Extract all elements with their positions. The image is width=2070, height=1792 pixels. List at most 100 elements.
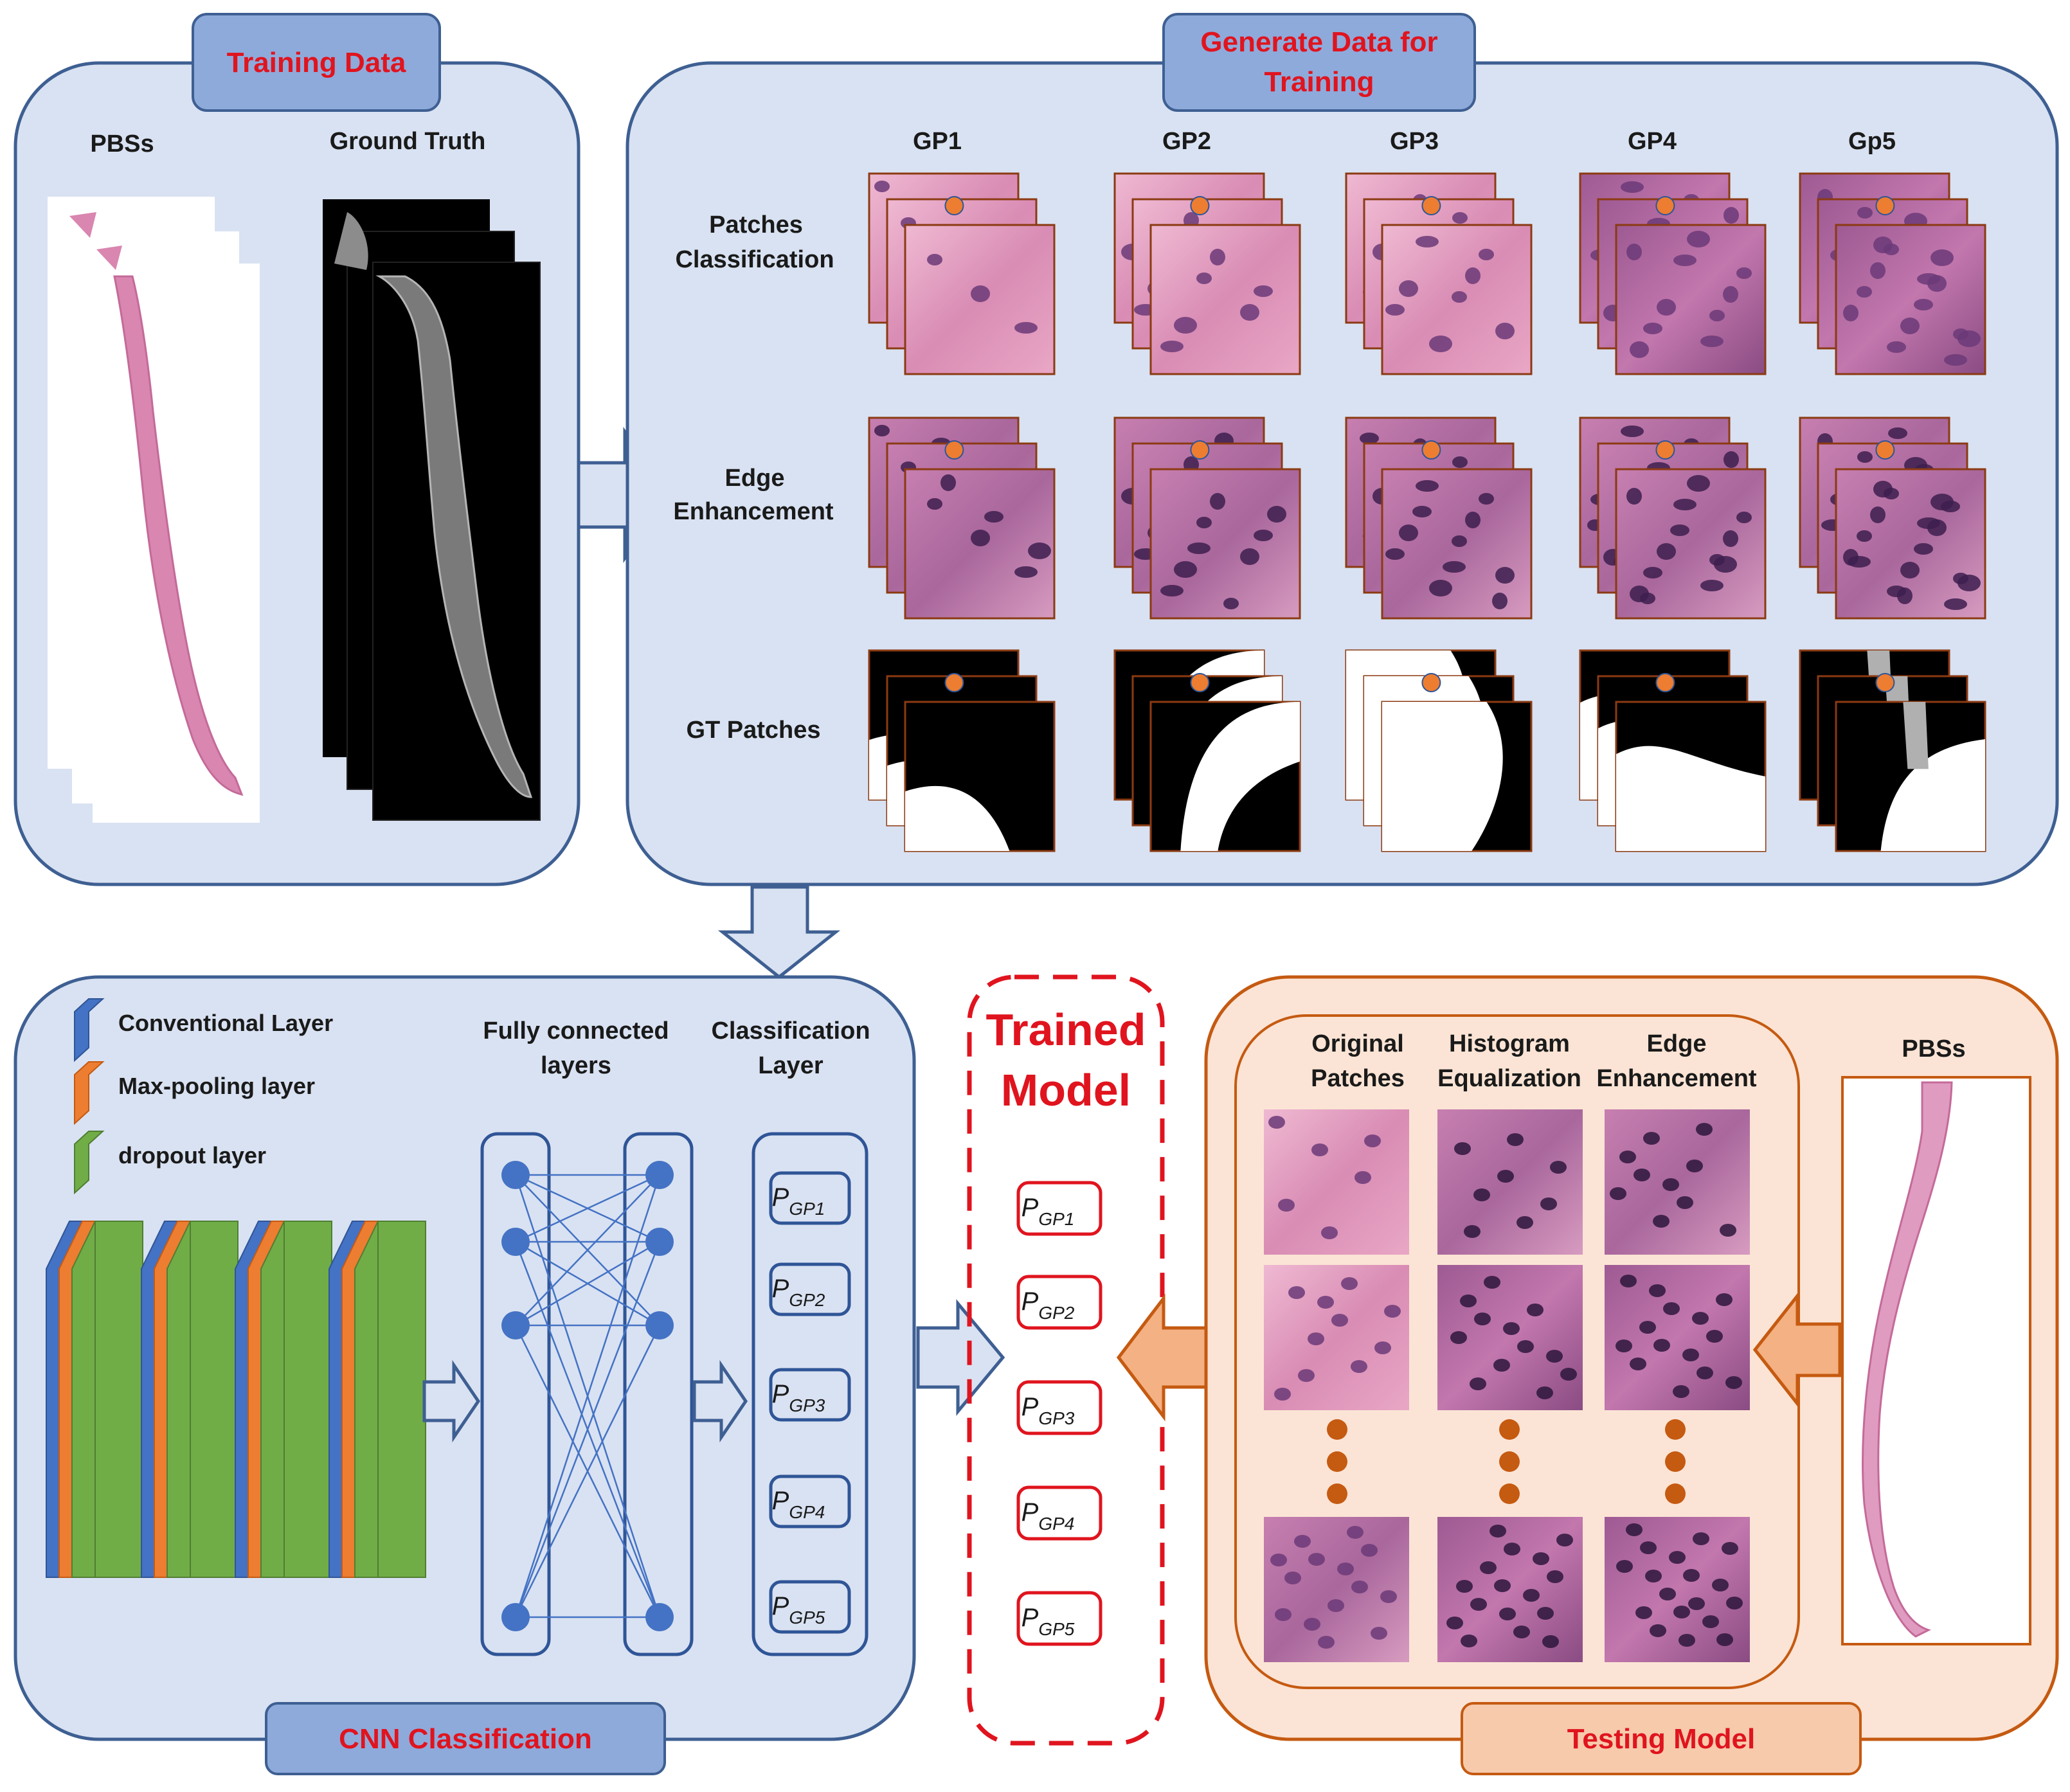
legend-conventional-swatch: [74, 998, 105, 1062]
patch: [1615, 701, 1767, 852]
patch-center-marker: [1875, 196, 1895, 215]
cnn-block-1: [46, 1221, 143, 1578]
patch-center-marker: [944, 673, 964, 692]
trained-model-title-line1: Trained: [986, 1005, 1146, 1055]
pbs-slide-stack: [48, 197, 260, 823]
testing-pbs-tissue: [1862, 1081, 1953, 1638]
patch-grid: [868, 172, 1986, 852]
patch: [1381, 224, 1533, 375]
trained-output-label-1: PGP1: [1022, 1194, 1075, 1229]
generate-data-title-line1: Generate Data for: [1200, 26, 1437, 58]
patch-stack-r1-c4: [1579, 172, 1767, 375]
patch: [1381, 468, 1533, 620]
patch: [1615, 224, 1767, 375]
legend-max-pooling-label: Max-pooling layer: [118, 1073, 315, 1099]
ellipsis-dot: [1665, 1451, 1686, 1472]
pbs-tissue-strip: [113, 275, 244, 796]
cls-label-line1: Classification: [711, 1017, 870, 1044]
trained-output-box-1: [1016, 1181, 1102, 1236]
patch-stack-r3-c2: [1113, 649, 1301, 852]
legend-dropout: dropout layer: [74, 1131, 266, 1195]
trained-output-box-3: [1016, 1380, 1102, 1435]
patch-center-marker: [1875, 440, 1895, 460]
patch: [1835, 468, 1986, 620]
legend-dropout-swatch: [74, 1131, 105, 1195]
fc-node: [645, 1228, 674, 1256]
patch-stack-r2-c3: [1345, 417, 1533, 620]
cls-output-label-5: PGP5: [772, 1592, 825, 1627]
patch: [904, 224, 1056, 375]
patch: [904, 701, 1056, 852]
fc-connections: [514, 1174, 661, 1618]
generate-data-title-line2: Training: [1264, 66, 1374, 98]
arrow-testing-to-trained: [1116, 1293, 1209, 1422]
test-patch-r2-c1: [1264, 1265, 1409, 1410]
fc-link: [514, 1241, 661, 1618]
cls-label-line2: Layer: [758, 1052, 824, 1079]
patch-stack-r3-c1: [868, 649, 1056, 852]
trained-output-box-2: [1016, 1275, 1102, 1330]
arrow-fc-to-cls: [692, 1359, 748, 1443]
testing-col2-line2: Equalization: [1437, 1065, 1581, 1092]
fc-node: [501, 1161, 530, 1189]
patch-stack-r1-c2: [1113, 172, 1301, 375]
testing-patches: [1264, 1109, 1750, 1662]
patch-center-marker: [1421, 673, 1441, 692]
patch-center-marker: [1655, 196, 1675, 215]
trained-model-title-line2: Model: [1001, 1065, 1131, 1115]
ellipsis-dot: [1665, 1419, 1686, 1440]
cls-output-box-2: [769, 1262, 851, 1316]
ellipsis-dot: [1665, 1483, 1686, 1504]
patch-stack-r2-c1: [868, 417, 1056, 620]
cls-output-label-2: PGP2: [772, 1275, 825, 1310]
patch-center-marker: [1190, 196, 1210, 215]
arrow-layers-to-fc: [422, 1359, 481, 1443]
patch: [1615, 468, 1767, 620]
fc-node: [501, 1603, 530, 1631]
patch: [1835, 701, 1986, 852]
cls-output-box-1: [769, 1171, 851, 1225]
cls-output-label-1: PGP1: [772, 1183, 825, 1219]
patch-stack-r2-c4: [1579, 417, 1767, 620]
patch-center-marker: [1421, 196, 1441, 215]
testing-title: Testing Model: [1567, 1723, 1756, 1755]
cls-output-box-4: [769, 1474, 851, 1528]
cnn-layer-blocks: [46, 1221, 426, 1578]
test-patch-r2-c3: [1605, 1265, 1750, 1410]
cnn-block-3: [235, 1221, 332, 1578]
patch: [904, 468, 1056, 620]
legend-dropout-label: dropout layer: [118, 1142, 266, 1169]
testing-tab: [1461, 1702, 1862, 1775]
fc-link: [515, 1174, 660, 1326]
patch-center-marker: [944, 196, 964, 215]
patch-stack-r1-c1: [868, 172, 1056, 375]
patch-center-marker: [1655, 673, 1675, 692]
trained-output-box-5: [1016, 1591, 1102, 1646]
ellipsis-dot: [1499, 1483, 1520, 1504]
training-data-panel: Training Data PBSs Ground Truth: [14, 13, 580, 886]
ground-truth-mask: [375, 275, 533, 798]
fc-link: [514, 1174, 661, 1618]
fc-node: [501, 1228, 530, 1256]
test-patch-r1-c2: [1437, 1109, 1583, 1255]
patch: [1381, 701, 1533, 852]
row-label-gt-patches: GT Patches: [686, 717, 820, 744]
grade-label-gp3: GP3: [1390, 128, 1439, 155]
ground-truth-stack: [323, 199, 541, 821]
fc-node: [501, 1311, 530, 1340]
patch-stack-r1-c5: [1799, 172, 1986, 375]
ellipsis-dot: [1499, 1419, 1520, 1440]
row-label-edge-line1: Edge: [725, 465, 785, 492]
training-data-tab: [192, 13, 441, 112]
testing-col2-line1: Histogram: [1449, 1030, 1570, 1057]
patch-stack-r3-c4: [1579, 649, 1767, 852]
row-label-patches-line2: Classification: [675, 246, 834, 273]
cnn-block-4: [328, 1221, 426, 1578]
legend-conventional-label: Conventional Layer: [118, 1010, 333, 1036]
fc-node: [645, 1603, 674, 1631]
patch-center-marker: [1655, 440, 1675, 460]
arrow-pbs-to-patches: [1752, 1291, 1842, 1409]
grade-label-gp1: GP1: [913, 128, 962, 155]
ellipsis-dot: [1327, 1419, 1347, 1440]
